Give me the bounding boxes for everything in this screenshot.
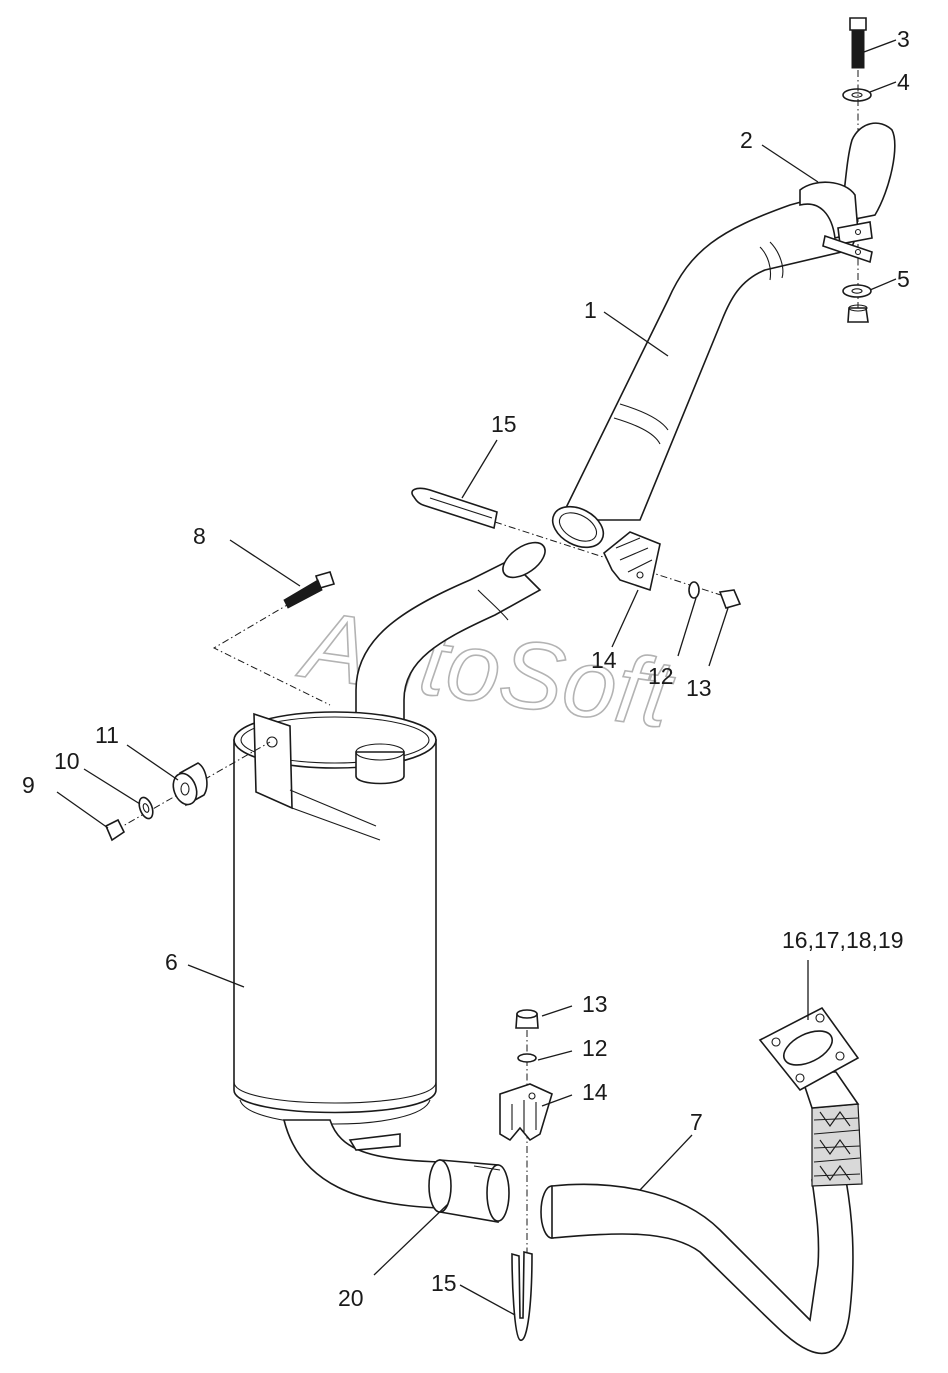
leader-lines xyxy=(56,39,897,1316)
part-4-washer xyxy=(842,88,872,102)
part-6-muffler xyxy=(233,541,546,1125)
part-12-washer-top xyxy=(688,581,700,599)
part-2-clamp xyxy=(799,181,873,264)
part-15-u-bolt-bottom xyxy=(511,1250,533,1341)
callout-1: 1 xyxy=(584,297,597,323)
part-13-nut-top xyxy=(718,589,742,609)
part-14-bracket-top xyxy=(603,531,661,592)
callout-8: 8 xyxy=(193,523,206,549)
part-9-nut xyxy=(104,818,126,842)
part-12-washer-bottom xyxy=(517,1053,537,1063)
callout-10: 10 xyxy=(54,748,80,774)
callout-13-top: 13 xyxy=(686,675,712,701)
part-10-washer xyxy=(138,796,154,820)
callout-14-bottom: 14 xyxy=(582,1079,608,1105)
callout-labels: 3 4 2 5 1 15 8 14 12 13 11 10 9 6 16,17,… xyxy=(22,26,910,1311)
part-13-nut-bottom xyxy=(515,1009,539,1029)
callout-7: 7 xyxy=(690,1109,703,1135)
part-15-u-bolt-top xyxy=(411,487,498,530)
callout-5: 5 xyxy=(897,266,910,292)
part-14-bracket-bottom xyxy=(499,1083,553,1142)
callout-13-bottom: 13 xyxy=(582,991,608,1017)
part-16-19-flange xyxy=(758,1006,860,1092)
callout-3: 3 xyxy=(897,26,910,52)
callout-16-19: 16,17,18,19 xyxy=(782,927,904,953)
callout-4: 4 xyxy=(897,69,910,95)
part-11-rubber-bushing xyxy=(172,762,208,807)
callout-15-top: 15 xyxy=(491,411,517,437)
callout-9: 9 xyxy=(22,772,35,798)
callout-12-bottom: 12 xyxy=(582,1035,608,1061)
part-5-washer-nut xyxy=(842,284,872,323)
part-3-bolt xyxy=(849,17,867,69)
callout-12-top: 12 xyxy=(648,663,674,689)
part-20-outlet-pipe xyxy=(282,1119,510,1223)
callout-15-bottom: 15 xyxy=(431,1270,457,1296)
part-7-front-pipe xyxy=(540,1071,863,1355)
callout-20: 20 xyxy=(338,1285,364,1311)
callout-2: 2 xyxy=(740,127,753,153)
callout-6: 6 xyxy=(165,949,178,975)
callout-14-top: 14 xyxy=(591,647,617,673)
axis-line-bolt-8 xyxy=(212,587,331,706)
callout-11: 11 xyxy=(95,722,119,748)
